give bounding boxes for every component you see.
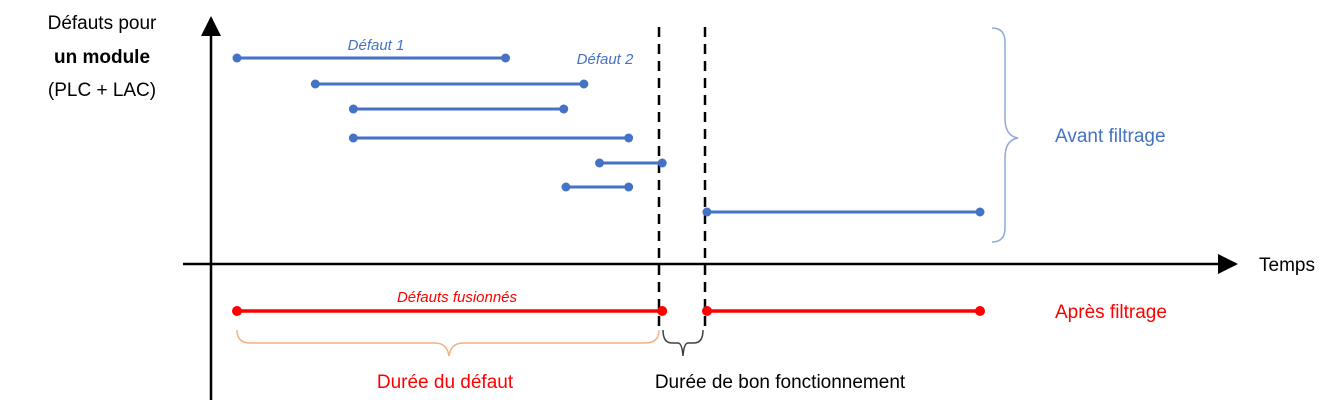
y-axis-label-line2: un module — [54, 47, 150, 68]
label-avant-filtrage: Avant filtrage — [1055, 126, 1166, 147]
label-duree-defaut: Durée du défaut — [377, 372, 514, 393]
brace-avant-filtrage — [991, 27, 1019, 243]
fault-segment-1-start-point — [232, 53, 242, 63]
merged-fault-segment-1-start-point — [232, 306, 242, 316]
label-defaut-1: Défaut 1 — [348, 37, 405, 54]
fault-segment-5-start-point — [595, 158, 605, 168]
fault-segment-7-start-point — [702, 207, 712, 217]
fault-segment-6-start-point — [561, 182, 571, 192]
fault-segment-2-end-point — [579, 79, 589, 89]
x-axis-label: Temps — [1259, 255, 1315, 276]
label-defaut-2: Défaut 2 — [577, 51, 634, 68]
label-apres-filtrage: Après filtrage — [1055, 302, 1167, 323]
y-axis-label-line1: Défauts pour — [48, 13, 157, 34]
merged-fault-segment-1-end-point — [657, 306, 668, 316]
label-defauts-fusionnes: Défauts fusionnés — [397, 289, 518, 306]
faults-after-filtering — [232, 306, 985, 316]
merged-fault-segment-2-start-point — [701, 306, 712, 316]
label-duree-bon-fonctionnement: Durée de bon fonctionnement — [655, 372, 906, 393]
fault-segment-3-start-point — [348, 104, 358, 114]
fault-segment-2-start-point — [310, 79, 320, 89]
fault-segment-7-end-point — [975, 207, 985, 217]
fault-segment-5-end-point — [657, 158, 667, 168]
fault-segment-3-end-point — [559, 104, 569, 114]
brace-duree-bon-fonctionnement — [662, 329, 704, 357]
y-axis-label-line3: (PLC + LAC) — [48, 80, 156, 101]
merged-fault-segment-2-end-point — [975, 306, 985, 316]
brace-duree-defaut — [236, 329, 660, 357]
faults-before-filtering — [232, 53, 985, 217]
fault-segment-6-end-point — [624, 182, 634, 192]
fault-segment-4-start-point — [348, 133, 358, 143]
fault-segment-4-end-point — [624, 133, 634, 143]
fault-segment-1-end-point — [501, 53, 511, 63]
